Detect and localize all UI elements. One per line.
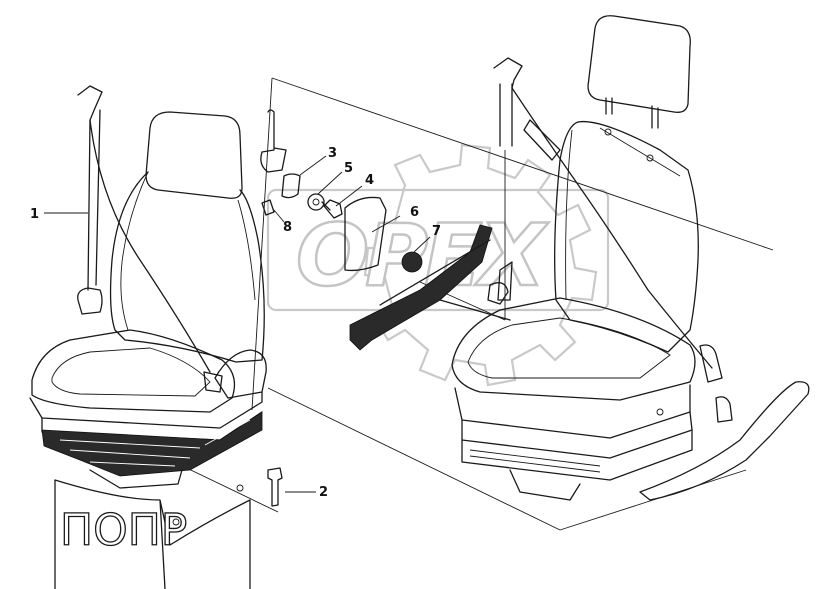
left-backrest xyxy=(109,171,265,363)
seat-frame xyxy=(349,224,513,351)
watermark: OPEX xyxy=(266,143,610,387)
left-headrest xyxy=(145,111,243,199)
body-stamp-text: ПОПР xyxy=(60,505,187,556)
washer-part-5 xyxy=(307,193,325,211)
callout-5: 5 xyxy=(344,161,353,176)
cover-part-6 xyxy=(344,196,387,272)
bolt-part-4 xyxy=(321,199,343,219)
callout-7: 7 xyxy=(432,224,441,239)
callout-3: 3 xyxy=(328,146,337,161)
left-cabin-floor xyxy=(54,479,251,589)
callout-4: 4 xyxy=(365,173,374,188)
frame-rail xyxy=(349,224,493,351)
knob-part-7 xyxy=(401,251,423,273)
knob-part-3 xyxy=(281,173,301,199)
right-headrest xyxy=(587,15,691,113)
left-seat: ПОПР xyxy=(29,85,267,589)
callout-leaders xyxy=(44,155,431,493)
bolt-part-2 xyxy=(267,467,283,507)
left-suspension xyxy=(41,411,263,477)
callout-8: 8 xyxy=(283,220,292,235)
small-parts xyxy=(260,109,423,507)
callout-2: 2 xyxy=(319,485,328,500)
watermark-frame xyxy=(266,188,610,312)
handle-part xyxy=(260,109,287,173)
callout-1: 1 xyxy=(30,207,39,222)
right-armrest xyxy=(639,381,810,501)
right-cushion xyxy=(451,297,696,401)
right-seat xyxy=(451,15,810,501)
right-backrest xyxy=(554,120,699,353)
pin-part-8 xyxy=(261,199,275,216)
left-cushion xyxy=(31,329,236,413)
callout-6: 6 xyxy=(410,205,419,220)
right-seat-belt xyxy=(493,57,713,369)
callout-labels: 1 2 3 4 5 6 7 8 xyxy=(30,146,441,500)
left-seat-belt xyxy=(77,85,211,373)
